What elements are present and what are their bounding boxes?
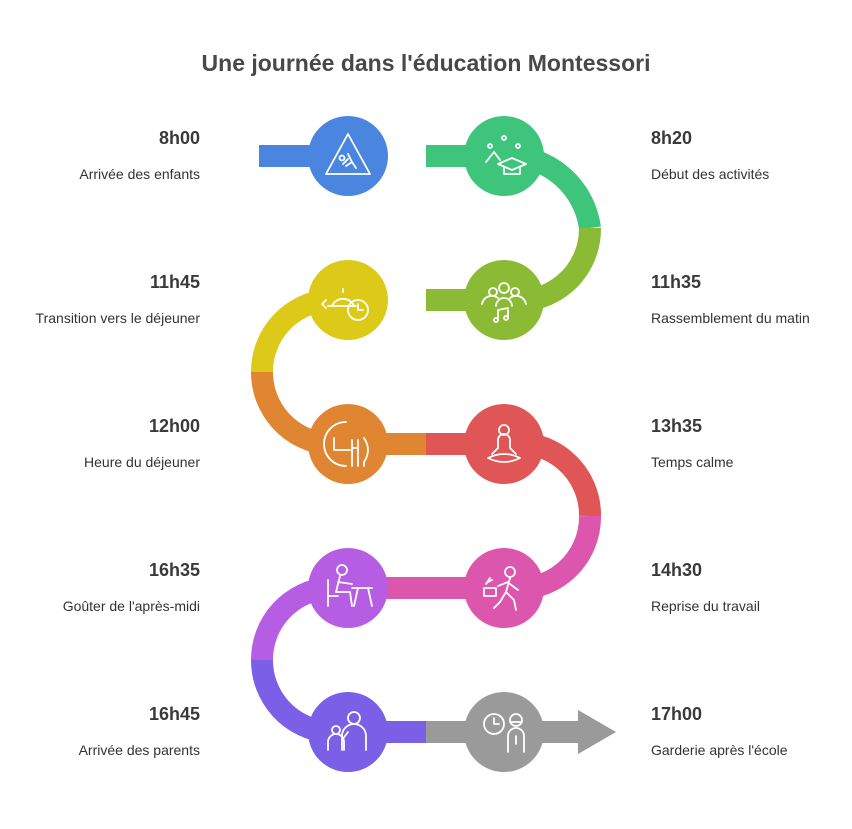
graduation-cap-icon — [485, 135, 527, 175]
person-at-table-icon — [327, 564, 373, 607]
step-6-label: Temps calme — [651, 454, 734, 470]
step-2-label: Début des activités — [651, 166, 770, 182]
step-circle-7 — [464, 548, 544, 628]
arrow-head — [578, 710, 616, 754]
step-circle-6 — [464, 404, 544, 484]
step-circles — [308, 116, 544, 772]
group-music-icon — [481, 282, 527, 323]
step-8-label: Goûter de l'après-midi — [62, 598, 200, 614]
step-8-time: 16h35 — [148, 560, 200, 580]
caution-child-icon — [325, 133, 371, 175]
step-circle-8 — [308, 548, 388, 628]
step-9-time: 16h45 — [148, 704, 200, 724]
plate-cutlery-icon — [323, 421, 369, 467]
step-10-label: Garderie après l'école — [651, 742, 788, 758]
step-2-time: 8h20 — [651, 128, 693, 148]
step-1-label: Arrivée des enfants — [79, 166, 200, 182]
cloche-clock-icon — [321, 288, 369, 321]
page-title: Une journée dans l'éducation Montessori — [201, 50, 651, 76]
step-3-time: 11h35 — [651, 272, 702, 292]
step-10-time: 17h00 — [651, 704, 703, 724]
step-6-time: 13h35 — [651, 416, 703, 436]
person-working-icon — [483, 566, 519, 611]
meditation-icon — [487, 424, 521, 463]
step-9-label: Arrivée des parents — [78, 742, 200, 758]
step-1-time: 8h00 — [158, 128, 200, 148]
step-4-time: 11h45 — [149, 272, 200, 292]
step-circle-3 — [464, 260, 544, 340]
step-7-label: Reprise du travail — [651, 598, 760, 614]
step-5-time: 12h00 — [148, 416, 200, 436]
step-circle-10 — [464, 692, 544, 772]
parent-child-icon — [327, 711, 367, 751]
step-circle-2 — [464, 116, 544, 196]
step-5-label: Heure du déjeuner — [84, 454, 200, 470]
step-3-label: Rassemblement du matin — [651, 310, 810, 326]
step-circle-5 — [308, 404, 388, 484]
clock-person-icon — [483, 713, 525, 753]
step-4-label: Transition vers le déjeuner — [35, 310, 200, 326]
step-7-time: 14h30 — [651, 560, 703, 580]
